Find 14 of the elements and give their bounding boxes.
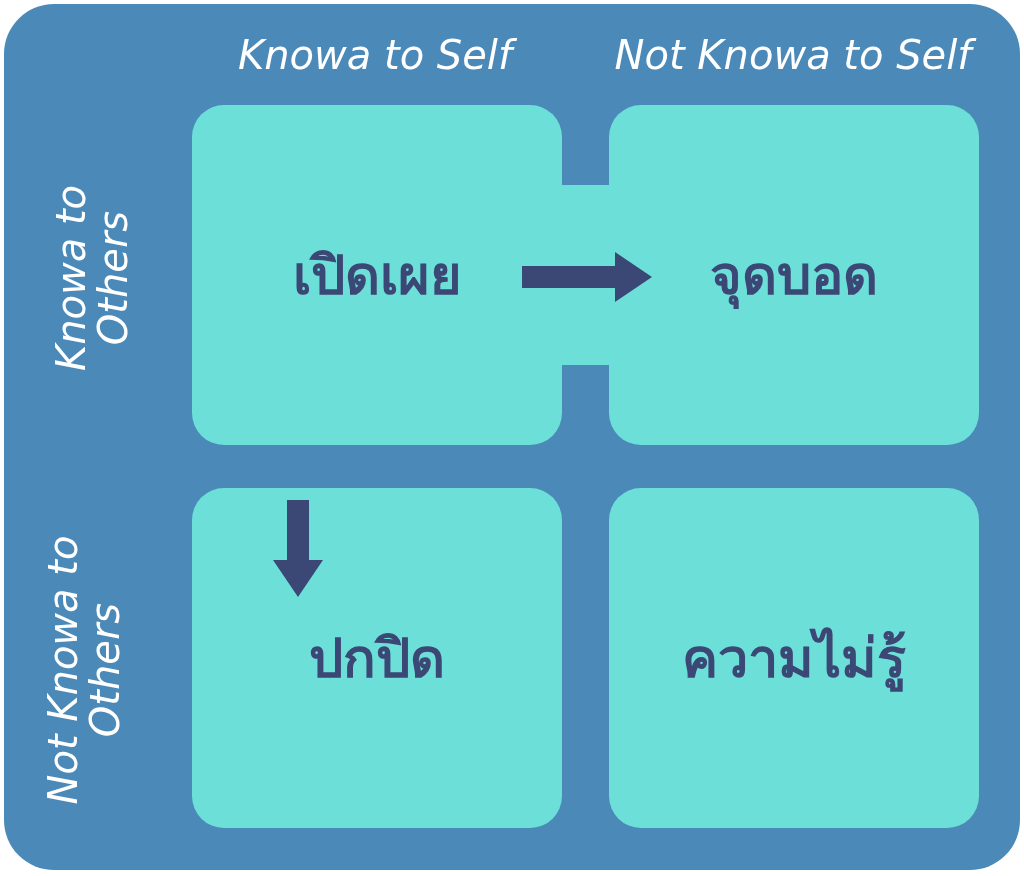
axis-heading: Knowa to Self [185, 34, 565, 76]
quadrant-box [609, 105, 979, 445]
quadrant-label: ปกปิด [309, 626, 445, 692]
quadrant-label: จุดบอด [710, 243, 878, 311]
axis-heading: Not Knowa to Others [42, 534, 126, 807]
axis-heading: Not Knowa to Self [573, 34, 1013, 76]
quadrant-box [192, 105, 562, 445]
arrow [273, 500, 323, 597]
quadrant-box [192, 488, 562, 828]
quadrant-label: เปิดเผย [292, 243, 462, 309]
axis-heading: Knowa to Others [50, 183, 134, 374]
quadrant-label: ความไม่รู้ [682, 626, 906, 694]
quadrant-box [609, 488, 979, 828]
arrow [522, 252, 652, 302]
